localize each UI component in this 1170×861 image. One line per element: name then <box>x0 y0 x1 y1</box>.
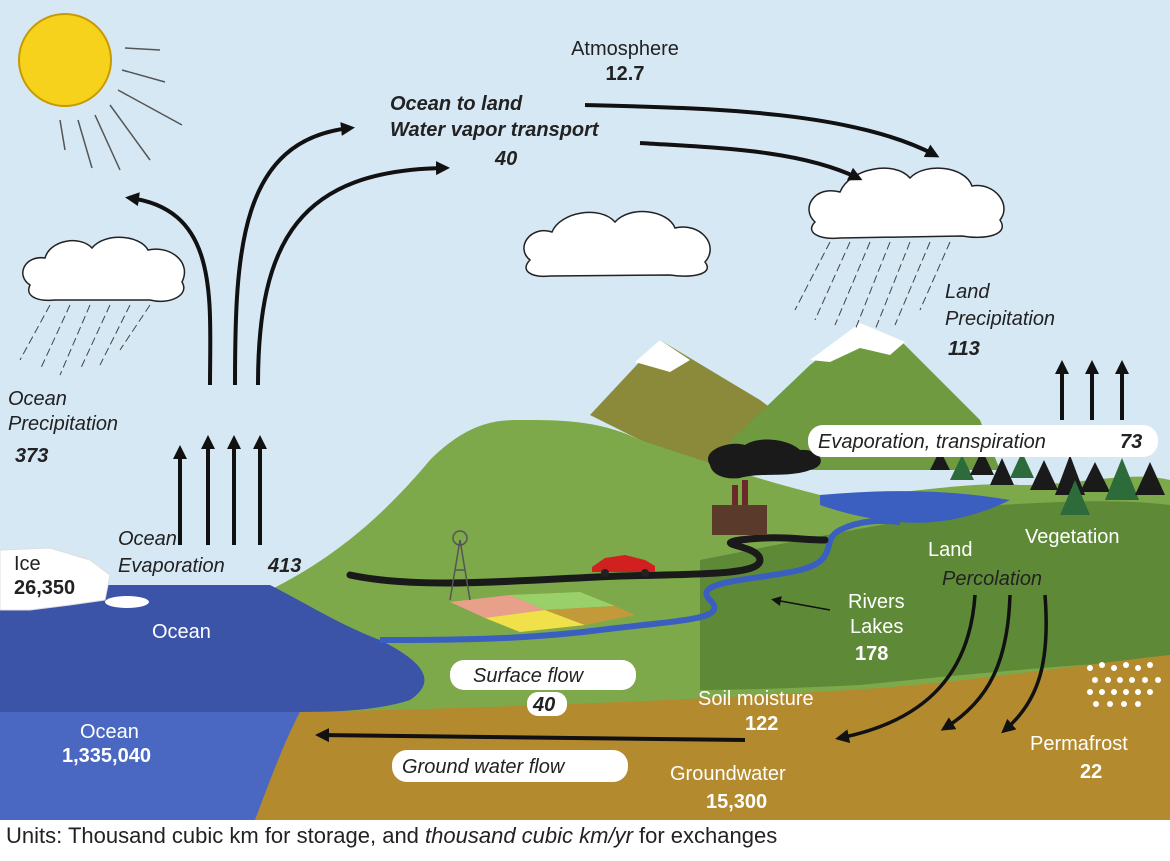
cloud-middle-icon <box>523 210 711 278</box>
ice-value: 26,350 <box>14 577 75 599</box>
rivers-value: 178 <box>855 643 888 665</box>
rivers-pointer-arrow <box>771 596 831 611</box>
units-text-3: for exchanges <box>632 823 778 848</box>
units-text-1: Units: Thousand cubic km for storage, an… <box>6 823 426 848</box>
evapotranspiration-box <box>808 425 1158 457</box>
ground-water-flow-label: Ground water flow <box>402 756 566 778</box>
cloud-right-icon <box>808 167 1005 240</box>
ocean-evap-line2: Evaporation <box>118 555 225 577</box>
fields <box>450 592 635 632</box>
land-precip-value: 113 <box>948 338 980 360</box>
ocean-surface <box>0 585 425 712</box>
surface-flow-label: Surface flow <box>473 665 585 687</box>
units-text-2: thousand cubic km/yr <box>425 823 633 848</box>
sun-icon <box>18 13 183 171</box>
car-icon <box>592 555 655 577</box>
windmill-icon <box>449 530 471 601</box>
dark-land <box>700 501 1170 690</box>
rivers-line1: Rivers <box>848 591 905 613</box>
forest <box>930 450 1165 515</box>
ocean-precip-value: 373 <box>15 445 48 467</box>
surface-flow-box <box>450 660 636 690</box>
soil-value: 122 <box>745 713 778 735</box>
river <box>379 518 901 643</box>
atmosphere-label: Atmosphere <box>571 38 679 60</box>
atmosphere-value: 12.7 <box>606 63 645 85</box>
surface-flow-value-box <box>527 692 567 716</box>
ocean-evap-line1: Ocean <box>118 528 177 550</box>
rain-right <box>794 241 951 331</box>
ocean-deep-label: Ocean <box>80 721 139 743</box>
land-precip-line1: Land <box>945 281 990 303</box>
permafrost-value: 22 <box>1080 761 1102 783</box>
cloud-left-icon <box>22 236 186 302</box>
groundwater-label: Groundwater <box>670 763 786 785</box>
ocean-precip-line1: Ocean <box>8 388 67 410</box>
land-label: Land <box>928 539 973 561</box>
surface-flow-value: 40 <box>532 694 555 716</box>
evapotranspiration-value: 73 <box>1120 431 1142 453</box>
ice <box>0 547 149 611</box>
road <box>346 534 829 587</box>
factory-icon <box>708 439 821 535</box>
permafrost-dots <box>1087 662 1161 707</box>
ocean-evap-value: 413 <box>267 555 301 577</box>
units-caption: Units: Thousand cubic km for storage, an… <box>6 823 1166 853</box>
transport-line2: Water vapor transport <box>390 119 600 141</box>
groundwater-value: 15,300 <box>706 791 767 813</box>
rain-left <box>19 304 151 376</box>
percolation-label: Percolation <box>942 568 1042 590</box>
ocean-precip-line2: Precipitation <box>8 413 118 435</box>
lake <box>820 491 1010 523</box>
land-evapotranspiration-arrows <box>1055 360 1129 420</box>
ocean-deep-value: 1,335,040 <box>62 745 151 767</box>
vegetation-label: Vegetation <box>1025 526 1120 548</box>
ice-label: Ice <box>14 553 41 575</box>
evapotranspiration-label: Evaporation, transpiration <box>818 431 1046 453</box>
ground-water-flow-arrow <box>315 728 746 743</box>
rivers-line2: Lakes <box>850 616 903 638</box>
transport-value: 40 <box>494 148 517 170</box>
transport-line1: Ocean to land <box>390 93 523 115</box>
land-precip-line2: Precipitation <box>945 308 1055 330</box>
vapor-transport-arrows <box>125 103 940 386</box>
percolation-arrows <box>835 594 1048 744</box>
ocean-deep <box>0 712 300 820</box>
permafrost-label: Permafrost <box>1030 733 1128 755</box>
ground-water-flow-box <box>392 750 628 782</box>
ocean-surface-label: Ocean <box>152 621 211 643</box>
soil-label: Soil moisture <box>698 688 814 710</box>
ocean-evaporation-arrows <box>173 435 267 545</box>
